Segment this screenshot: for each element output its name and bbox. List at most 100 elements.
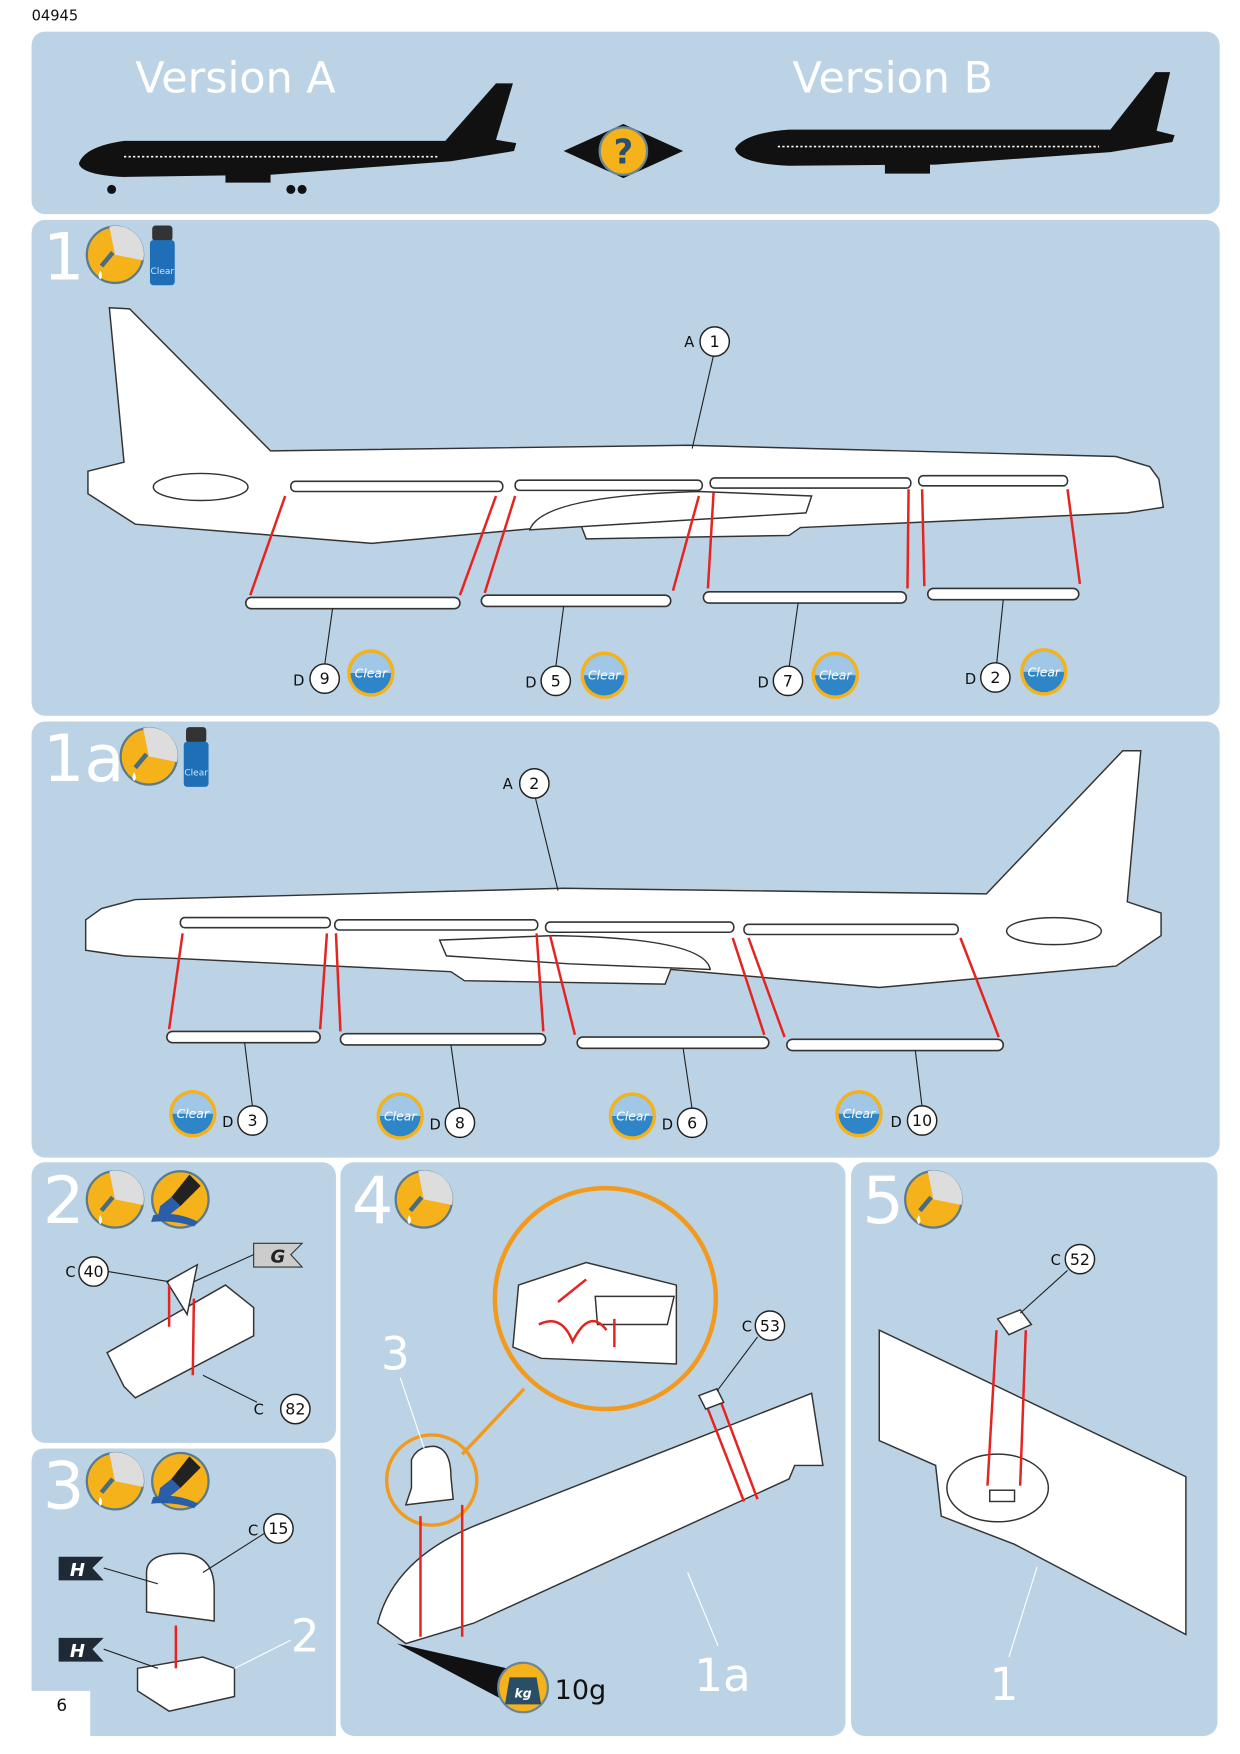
subassembly-label: 2 — [291, 1609, 320, 1662]
window-strip-d8 — [339, 1032, 547, 1046]
svg-text:52: 52 — [1070, 1250, 1090, 1269]
glue-icon — [121, 727, 178, 784]
svg-text:D: D — [429, 1117, 440, 1134]
subassembly-1a-label: 1a — [694, 1649, 750, 1702]
window-strip-d9 — [244, 596, 461, 610]
svg-text:D: D — [293, 672, 304, 689]
svg-text:53: 53 — [760, 1316, 780, 1335]
svg-text:kg: kg — [515, 1686, 532, 1701]
svg-text:2: 2 — [990, 668, 1000, 687]
detail-magnifier — [384, 1185, 719, 1527]
bulkhead-part — [145, 1552, 215, 1622]
svg-text:Clear: Clear — [1028, 664, 1061, 679]
svg-text:D: D — [525, 675, 536, 692]
svg-text:D: D — [891, 1114, 902, 1131]
step-number: 4 — [352, 1163, 394, 1239]
assembly-arrows — [249, 489, 1082, 596]
glue-icon — [87, 1452, 144, 1509]
part-c53 — [697, 1387, 725, 1410]
svg-text:Clear: Clear — [843, 1106, 876, 1121]
step-1-panel: 1 Clear ​ A 1 — [31, 220, 1220, 716]
window-slots — [179, 916, 959, 936]
svg-text:82: 82 — [285, 1400, 305, 1419]
paint-icon — [149, 1451, 210, 1511]
step-number: 1 — [43, 220, 85, 296]
step-number: 5 — [862, 1163, 904, 1239]
nose-weight-indicator: kg 10g — [396, 1643, 607, 1714]
svg-text:Clear: Clear — [177, 1106, 210, 1121]
svg-text:D: D — [758, 675, 769, 692]
svg-text:Clear: Clear — [588, 668, 621, 683]
step-number: 1a — [43, 721, 125, 797]
version-header-panel: Version A Version B ? — [31, 31, 1220, 215]
version-b-aircraft-silhouette — [734, 72, 1175, 174]
part-c40-callout: C 40 — [65, 1256, 170, 1287]
svg-text:Clear: Clear — [184, 769, 208, 779]
subassembly-3-label: 3 — [381, 1328, 410, 1381]
window-strip-d2 — [926, 587, 1080, 601]
color-flag-h: H H — [58, 1556, 104, 1662]
fuselage-a1-callout: ​ A 1 — [684, 326, 731, 449]
svg-text:Clear: Clear — [819, 668, 852, 683]
svg-text:C: C — [1051, 1252, 1061, 1269]
step-number: 2 — [43, 1163, 85, 1239]
svg-text:8: 8 — [455, 1113, 465, 1132]
gear-bay-part — [106, 1284, 255, 1399]
version-a-aircraft-silhouette — [78, 83, 517, 194]
glue-icon — [87, 226, 144, 283]
page-number: 6 — [56, 1695, 67, 1715]
svg-text:6: 6 — [687, 1113, 697, 1132]
svg-text:40: 40 — [84, 1262, 104, 1281]
svg-text:2: 2 — [529, 774, 539, 793]
svg-text:Clear: Clear — [384, 1108, 417, 1123]
part-c52 — [996, 1308, 1033, 1336]
part-c52-callout: C 52 — [1051, 1243, 1096, 1275]
fuselage-a2-callout: A 2 — [503, 768, 559, 891]
window-strip-d6 — [576, 1036, 770, 1050]
svg-text:10: 10 — [912, 1111, 932, 1130]
clear-glue-bottle-icon: Clear — [149, 225, 175, 286]
weight-value: 10g — [555, 1675, 607, 1706]
version-a-title: Version A — [135, 53, 335, 103]
svg-text:H: H — [70, 1641, 85, 1662]
svg-text:D: D — [662, 1117, 673, 1134]
clear-glue-bottle-icon: Clear — [183, 727, 209, 787]
svg-text:A: A — [503, 776, 513, 793]
step-number: 3 — [43, 1448, 85, 1524]
svg-text:1: 1 — [710, 332, 720, 351]
glue-icon — [87, 1170, 144, 1227]
svg-text:C: C — [254, 1402, 264, 1419]
svg-text:5: 5 — [551, 671, 561, 690]
window-strip-d7 — [702, 591, 908, 604]
window-slots — [290, 474, 1069, 493]
question-mark: ? — [614, 132, 634, 171]
color-flag-g: G — [253, 1242, 304, 1268]
gear-strut-part — [165, 1263, 199, 1317]
svg-text:D: D — [965, 671, 976, 688]
version-b-title: Version B — [792, 53, 992, 103]
step-1a-panel: 1a Clear A 2 — [31, 721, 1220, 1158]
svg-text:Clear: Clear — [355, 665, 388, 680]
svg-text:15: 15 — [268, 1519, 288, 1538]
paint-icon — [149, 1170, 210, 1229]
svg-text:C: C — [65, 1264, 75, 1281]
assembly-arrows — [167, 933, 1000, 1038]
part-c82-callout: C 82 — [202, 1374, 311, 1425]
step-2-panel: 2 G C 40 C 82 — [31, 1162, 336, 1443]
svg-text:A: A — [684, 334, 694, 351]
svg-text:D: D — [222, 1114, 233, 1131]
window-strip-d3 — [166, 1030, 321, 1044]
